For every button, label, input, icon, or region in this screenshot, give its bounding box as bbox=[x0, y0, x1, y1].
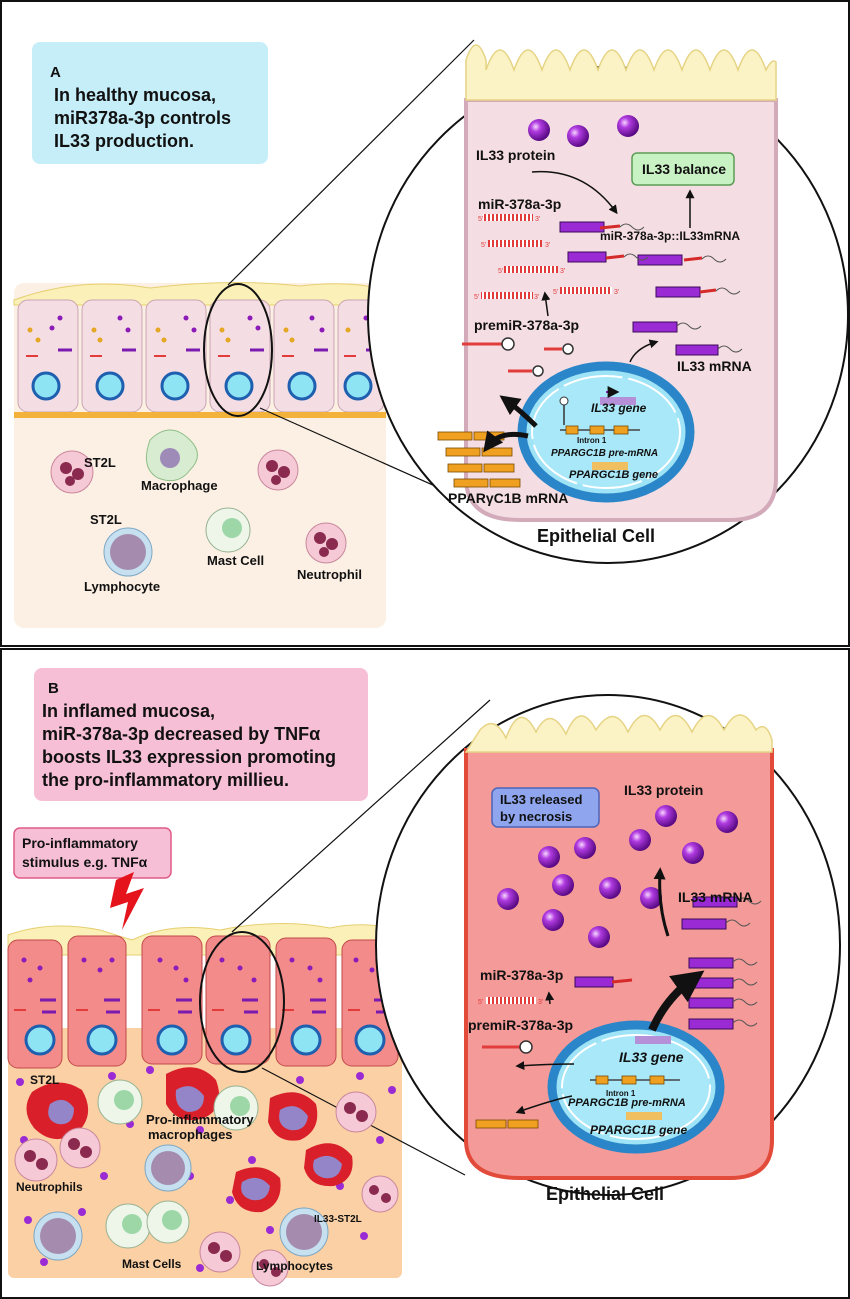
panel-b-zoom: IL33 released by necrosis 5' 3' bbox=[375, 694, 841, 1204]
mir-label: miR-378a-3p bbox=[478, 196, 561, 212]
il33-balance-box bbox=[631, 152, 735, 186]
panel-a-caption: A In healthy mucosa, miR378a-3p controls… bbox=[32, 42, 268, 164]
st2l-label: ST2L bbox=[90, 512, 122, 527]
zoom-loop-a bbox=[203, 283, 273, 417]
macrophages-label: Pro-inflammatory macrophages bbox=[146, 1112, 257, 1142]
svg-text:3': 3' bbox=[538, 999, 543, 1006]
panel-a-tissue: ST2L Macrophage ST2L Lymphocyte Mast Cel… bbox=[13, 39, 501, 628]
svg-text:5': 5' bbox=[478, 999, 483, 1006]
il33-mrna-label: IL33 mRNA bbox=[678, 889, 753, 905]
lightning-icon bbox=[110, 872, 144, 930]
mast-cell-label: Mast Cell bbox=[207, 553, 264, 568]
nucleus-b bbox=[547, 1020, 725, 1154]
ppargc1b-gene-label: PPARGC1B gene bbox=[569, 469, 658, 481]
pre-mrna-label: PPARGC1B pre-mRNA bbox=[551, 448, 658, 459]
pparg-mrna-label: PPARγC1B mRNA bbox=[448, 490, 568, 506]
neutrophil-cell bbox=[305, 522, 347, 564]
zoom-loop-b bbox=[199, 931, 285, 1073]
il33-mrna-label: IL33 mRNA bbox=[677, 358, 752, 374]
stimulus-box: Pro-inflammatory stimulus e.g. TNFα bbox=[13, 827, 172, 879]
svg-text:5': 5' bbox=[498, 268, 503, 275]
panel-b-tissue: ST2L Pro-inflammatory macrophages Neutro… bbox=[7, 699, 491, 1287]
svg-text:5': 5' bbox=[478, 216, 483, 223]
ppargc1b-gene-label: PPARGC1B gene bbox=[590, 1123, 687, 1137]
svg-text:5': 5' bbox=[481, 242, 486, 249]
released-line: by necrosis bbox=[500, 809, 572, 824]
panel-b-caption-line: miR-378a-3p decreased by TNFα bbox=[42, 724, 320, 744]
panel-b-caption-line: the pro-inflammatory millieu. bbox=[42, 770, 289, 790]
il33-balance-label: IL33 balance bbox=[642, 161, 726, 177]
premir-label: premiR-378a-3p bbox=[474, 317, 579, 333]
neutrophils-label: Neutrophils bbox=[16, 1180, 83, 1194]
panel-a-letter: A bbox=[50, 64, 61, 81]
panel-a-caption-line: miR378a-3p controls bbox=[54, 108, 231, 128]
neutrophil-cell bbox=[257, 449, 299, 491]
neutrophil-cell bbox=[50, 450, 94, 494]
il33-protein-label: IL33 protein bbox=[624, 782, 703, 798]
panel-b-letter: B bbox=[48, 680, 59, 697]
svg-text:5': 5' bbox=[474, 294, 479, 301]
svg-text:3': 3' bbox=[560, 268, 565, 275]
nucleus-a bbox=[517, 361, 695, 503]
macrophage-cell bbox=[145, 429, 198, 482]
pre-mrna-label: PPARGC1B pre-mRNA bbox=[568, 1097, 686, 1109]
complex-label: miR-378a-3p::IL33mRNA bbox=[600, 229, 740, 243]
released-line: IL33 released bbox=[500, 792, 582, 807]
panel-a-zoom: IL33 balance 5' 3' 5' 3' 5' 3' 5' 3' 5' 3' bbox=[367, 44, 849, 564]
panel-b-caption-line: boosts IL33 expression promoting bbox=[42, 747, 336, 767]
lymphocytes-label: Lymphocytes bbox=[256, 1259, 333, 1273]
lymphocyte-cell bbox=[103, 527, 153, 577]
released-box bbox=[491, 787, 600, 828]
il33-gene-label: IL33 gene bbox=[619, 1049, 684, 1065]
st2l-label: ST2L bbox=[30, 1073, 59, 1087]
svg-text:3': 3' bbox=[534, 294, 539, 301]
stimulus-line: stimulus e.g. TNFα bbox=[22, 854, 148, 870]
mast-cells-label: Mast Cells bbox=[122, 1257, 182, 1271]
mast-cell bbox=[205, 507, 251, 553]
mir-label: miR-378a-3p bbox=[480, 967, 563, 983]
neutrophil-label: Neutrophil bbox=[297, 567, 362, 582]
il33-gene-label: IL33 gene bbox=[591, 401, 647, 415]
il33-protein-label: IL33 protein bbox=[476, 147, 555, 163]
premir-label: premiR-378a-3p bbox=[468, 1017, 573, 1033]
lymphocyte-label: Lymphocyte bbox=[84, 579, 160, 594]
svg-text:5': 5' bbox=[553, 289, 558, 296]
panel-b-caption-line: In inflamed mucosa, bbox=[42, 701, 215, 721]
il33-st2l-label: IL33-ST2L bbox=[314, 1214, 362, 1225]
epithelial-cell-title: Epithelial Cell bbox=[537, 526, 655, 546]
svg-text:3': 3' bbox=[614, 289, 619, 296]
intron-label: Intron 1 bbox=[606, 1089, 636, 1098]
panel-b-caption: B In inflamed mucosa, miR-378a-3p decrea… bbox=[34, 668, 368, 801]
panel-a-caption-line: IL33 production. bbox=[54, 131, 194, 151]
svg-text:3': 3' bbox=[535, 216, 540, 223]
stimulus-line: Pro-inflammatory bbox=[22, 835, 138, 851]
epithelial-cell-title: Epithelial Cell bbox=[546, 1184, 664, 1204]
panel-a-caption-line: In healthy mucosa, bbox=[54, 85, 216, 105]
intron-label: Intron 1 bbox=[577, 436, 607, 445]
macrophage-label: Macrophage bbox=[141, 478, 218, 493]
st2l-label: ST2L bbox=[84, 455, 116, 470]
svg-text:3': 3' bbox=[545, 242, 550, 249]
